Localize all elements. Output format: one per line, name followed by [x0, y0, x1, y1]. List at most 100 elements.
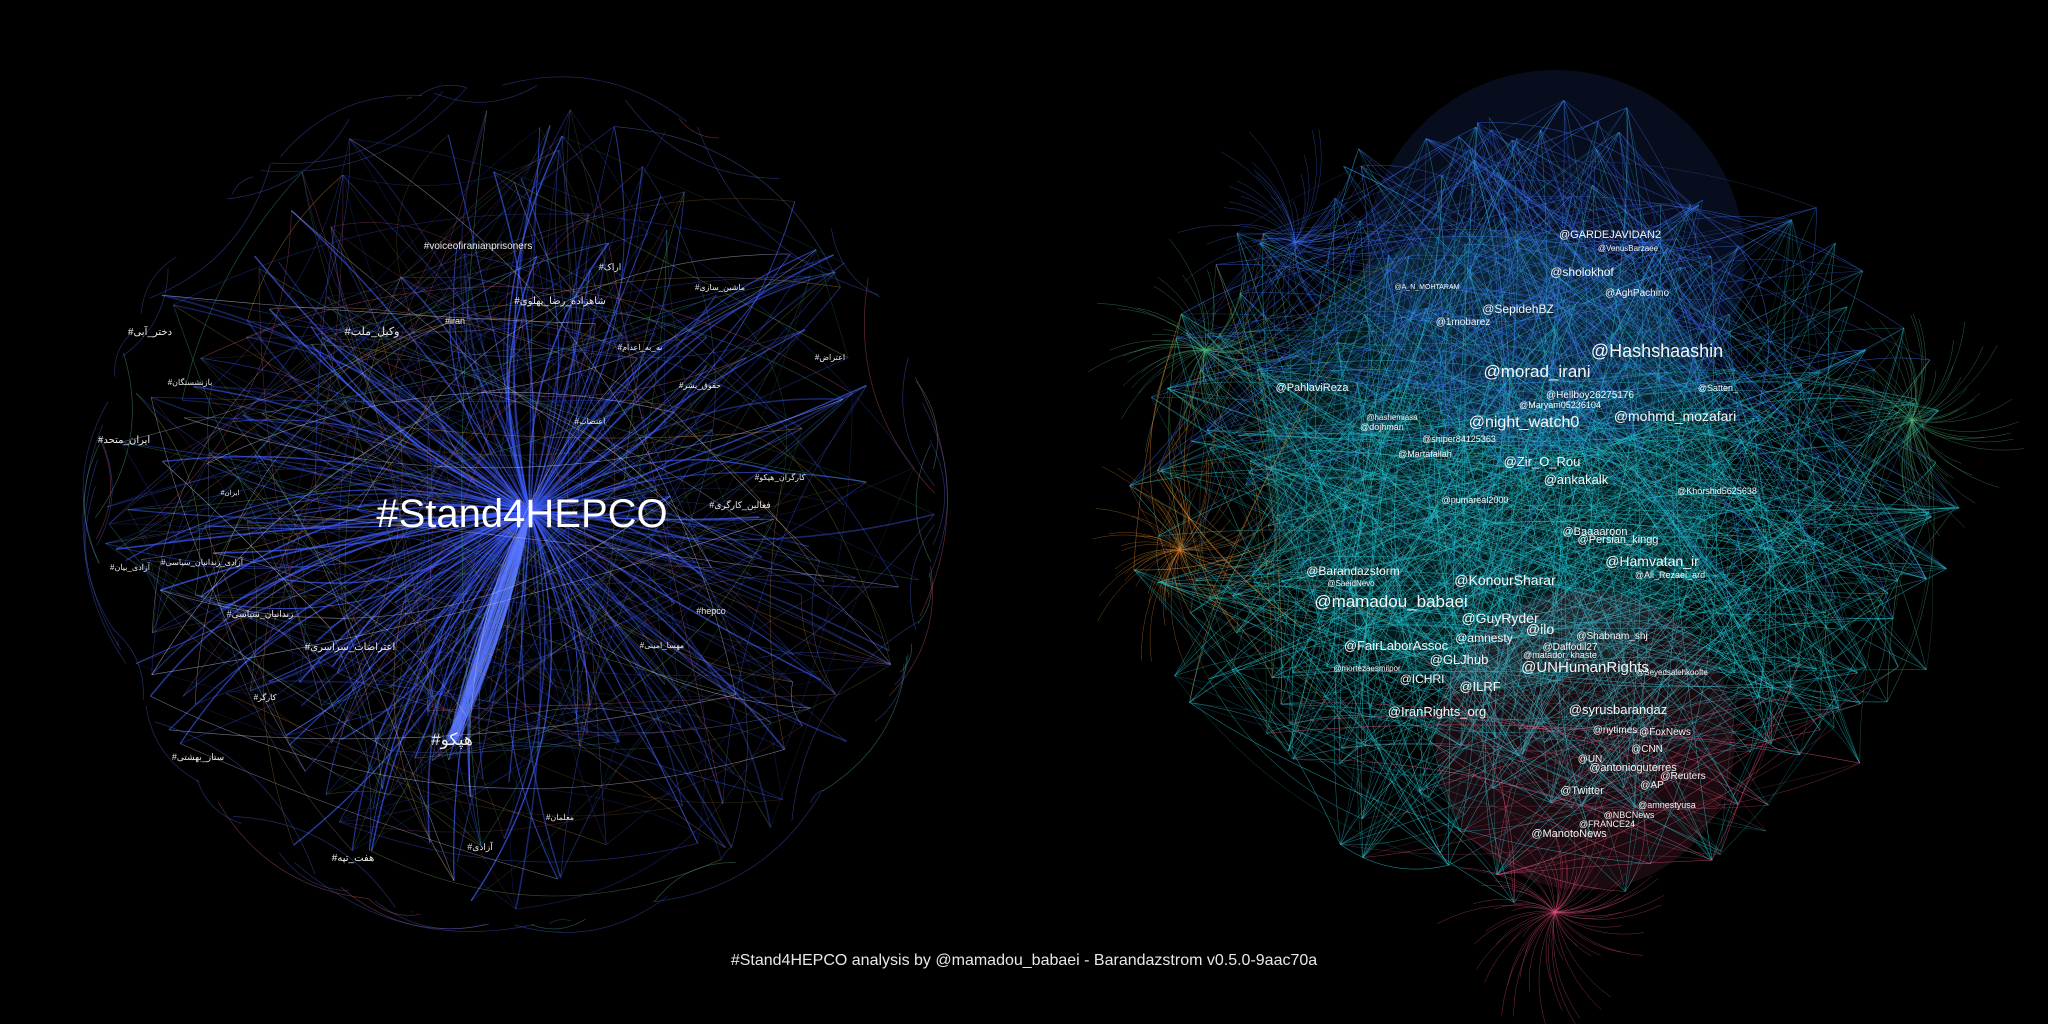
hashtag-edge [155, 721, 316, 875]
hashtag-edge [529, 335, 623, 513]
account-edge [1909, 419, 1929, 506]
account-edge [1122, 349, 1206, 387]
hashtag-edge [529, 511, 722, 860]
hashtag-edge [557, 263, 653, 880]
account-network-edges [1087, 70, 2025, 1024]
hashtag-edge [268, 511, 531, 683]
account-edge [1654, 421, 1955, 510]
account-edge [1533, 406, 1540, 412]
hashtag-edge [141, 559, 202, 598]
account-edge [1439, 598, 1836, 854]
hashtag-edge [529, 323, 596, 513]
account-edge [1791, 219, 1820, 373]
hashtag-edge [200, 403, 343, 597]
account-edge [1334, 545, 1799, 622]
account-edge [1340, 727, 1835, 855]
hashtag-node-label: #فعالین_کارگری [709, 499, 770, 511]
account-edge [1326, 432, 1349, 667]
account-edge [1505, 204, 1700, 367]
account-edge [1181, 235, 1636, 315]
account-edge [1551, 729, 1821, 804]
hashtag-edge [529, 511, 699, 844]
account-edge [1340, 482, 1596, 845]
account-edge [1484, 911, 1556, 983]
account-edge [1294, 183, 1398, 243]
account-edge [1350, 406, 1540, 562]
account-edge [1309, 450, 1615, 485]
account-edge [1208, 546, 1605, 599]
account-edge [1276, 515, 1430, 524]
account-edge [1397, 172, 1498, 333]
account-edge [1718, 667, 1861, 764]
hashtag-edge [336, 332, 656, 673]
account-edge [1469, 149, 1735, 371]
account-edge [1292, 758, 1713, 861]
hashtag-edge [160, 589, 333, 667]
account-edge [1682, 256, 1716, 436]
hashtag-edge [529, 511, 783, 800]
account-edge [1095, 508, 1181, 551]
account-edge [1257, 369, 1751, 619]
account-edge [1720, 667, 1867, 855]
account-edge [1133, 569, 1719, 697]
hashtag-edge [902, 357, 935, 487]
account-edge [1904, 419, 1919, 522]
account-edge [1853, 419, 1913, 466]
account-edge [1783, 219, 1927, 670]
account-edge [1179, 499, 1190, 551]
account-edge [1251, 304, 1576, 576]
account-edge [1715, 327, 1905, 657]
account-edge [1828, 242, 1899, 668]
hashtag-edge [642, 166, 716, 560]
account-edge [1759, 207, 1817, 398]
hashtag-edge [151, 518, 775, 675]
hashtag-edge [336, 511, 531, 673]
account-edge [1425, 138, 1636, 259]
hashtag-edge [529, 349, 580, 513]
account-edge [1543, 242, 1836, 666]
account-edge [1460, 220, 1792, 746]
account-edge [1690, 204, 1932, 518]
account-edge [1650, 493, 1947, 569]
hashtag-edge [427, 694, 836, 711]
account-edge [1133, 569, 1449, 866]
account-edge [1604, 389, 1810, 537]
hashtag-node-label: #اعتراض [815, 353, 845, 362]
account-edge [1340, 593, 1889, 845]
account-edge [1267, 511, 1483, 575]
account-edge [1491, 566, 1684, 789]
account-edge [1291, 464, 1312, 760]
account-edge [1554, 328, 1751, 752]
account-edge [1614, 452, 1867, 668]
account-edge [1781, 543, 1825, 561]
hashtag-edge [507, 256, 538, 513]
account-edge [1905, 356, 1916, 421]
account-edge [1618, 132, 1894, 619]
hashtag-edge [529, 511, 890, 652]
hashtag-edge [864, 277, 936, 494]
account-edge [1231, 131, 1620, 670]
account-edge [1625, 209, 1736, 370]
account-node-label: @night_watch0 [1469, 414, 1580, 431]
account-edge [1549, 863, 1558, 913]
account-edge [1204, 301, 1286, 351]
account-edge [1343, 166, 1508, 789]
account-edge [1292, 328, 1555, 760]
account-edge [1593, 386, 1731, 421]
account-edge [1554, 911, 1601, 956]
account-edge [1141, 349, 1206, 373]
account-edge [1179, 458, 1207, 551]
account-node-label: @Baaaaroon [1563, 526, 1628, 538]
hashtag-edge [242, 138, 351, 416]
account-edge [1759, 397, 1899, 668]
account-edge [1294, 241, 1320, 311]
hashtag-edge [529, 126, 625, 513]
account-edge [1354, 439, 1371, 819]
account-edge [1462, 608, 1769, 806]
account-edge [1554, 875, 1653, 913]
account-edge [1554, 832, 1619, 913]
account-edge [1391, 535, 1825, 625]
account-edge [1720, 629, 1844, 852]
account-node-label: @Hamvatan_ir [1605, 553, 1699, 569]
account-edge [1218, 333, 1644, 814]
